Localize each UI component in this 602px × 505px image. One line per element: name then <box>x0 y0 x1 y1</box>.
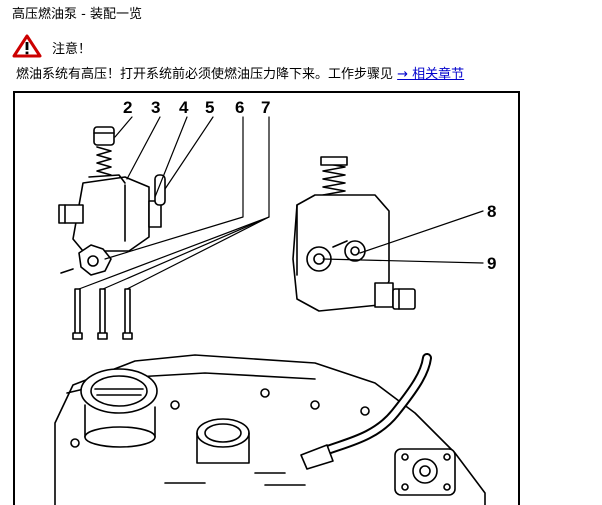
assembly-illustration: 2 3 4 5 6 7 8 9 <box>13 91 520 505</box>
callout-2: 2 <box>123 98 132 117</box>
page-title: 高压燃油泵 - 装配一览 <box>12 7 142 22</box>
notice-text-line: 燃油系统有高压！打开系统前必须使燃油压力降下来。工作步骤见 → 相关章节 <box>16 66 464 84</box>
notice-label: 注意！ <box>52 42 92 57</box>
callout-6: 6 <box>235 98 244 117</box>
callout-8: 8 <box>487 202 496 221</box>
related-chapter-link[interactable]: → 相关章节 <box>397 67 465 82</box>
leader-lines <box>78 116 484 290</box>
callout-7: 7 <box>261 98 270 117</box>
callout-3: 3 <box>151 98 160 117</box>
pump-right-drawing <box>292 156 416 312</box>
notice-header: 注意！ <box>12 34 91 58</box>
pump-left-drawing <box>58 126 166 276</box>
callout-4: 4 <box>179 98 189 117</box>
notice-text: 燃油系统有高压！打开系统前必须使燃油压力降下来。工作步骤见 <box>16 67 398 82</box>
callout-9: 9 <box>487 254 496 273</box>
bolts-drawing <box>72 288 133 340</box>
engine-head-drawing <box>54 353 486 505</box>
callout-5: 5 <box>205 98 214 117</box>
warning-triangle-icon <box>12 34 42 58</box>
